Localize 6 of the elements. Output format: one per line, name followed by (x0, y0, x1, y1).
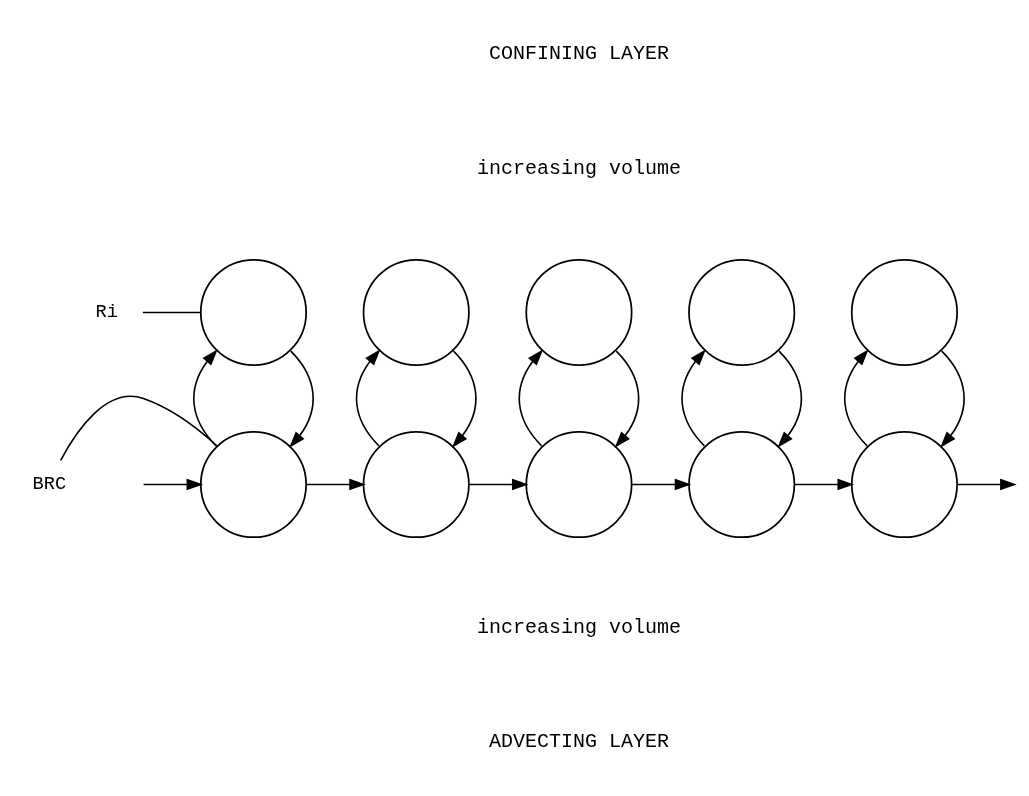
label: increasing volume (476, 615, 681, 639)
label: ADVECTING LAYER (488, 729, 669, 753)
label: CONFINING LAYER (488, 41, 669, 65)
node-text: BRC (32, 472, 67, 495)
node-text: Ri (95, 300, 118, 323)
label: increasing volume (476, 156, 681, 180)
